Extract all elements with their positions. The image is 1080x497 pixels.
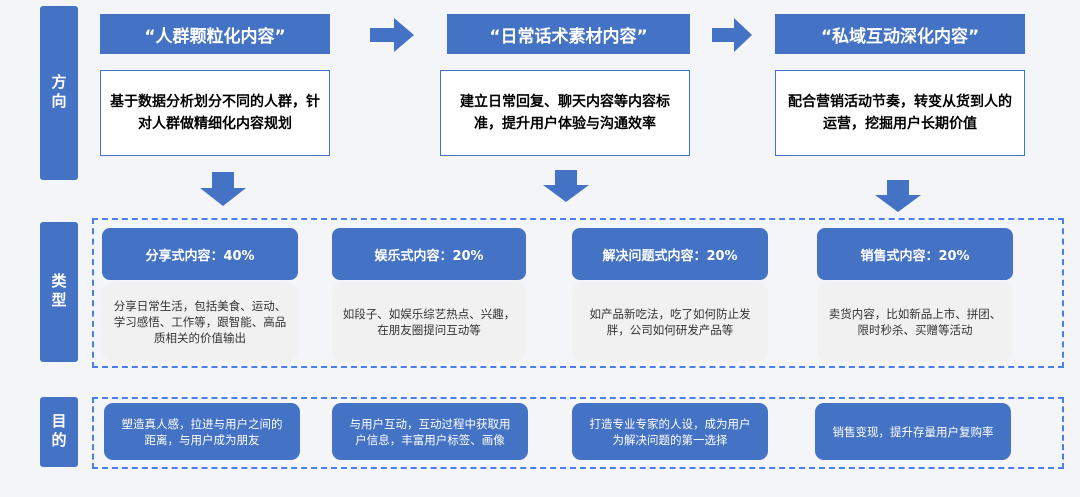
down-arrow-icon bbox=[200, 172, 246, 206]
direction-desc-2: 建立日常回复、聊天内容等内容标准，提升用户体验与沟通效率 bbox=[440, 70, 690, 156]
side-label-direction: 方向 bbox=[40, 6, 78, 180]
type-title-3: 解决问题式内容：20% bbox=[572, 228, 768, 280]
purpose-1: 塑造真人感，拉进与用户之间的距离，与用户成为朋友 bbox=[104, 403, 300, 460]
down-arrow-icon bbox=[875, 180, 921, 212]
type-desc-1: 分享日常生活，包括美食、运动、学习感悟、工作等，跟智能、高品质相关的价值输出 bbox=[102, 282, 298, 362]
direction-title-1: “人群颗粒化内容” bbox=[100, 14, 330, 54]
direction-title-3: “私域互动深化内容” bbox=[775, 14, 1025, 54]
direction-title-2: “日常话术素材内容” bbox=[447, 14, 690, 54]
type-desc-3: 如产品新吃法，吃了如何防止发胖，公司如何研发产品等 bbox=[572, 282, 768, 362]
side-label-purpose: 目的 bbox=[40, 397, 78, 467]
purpose-3: 打造专业专家的人设，成为用户为解决问题的第一选择 bbox=[572, 403, 768, 460]
purpose-2: 与用户互动，互动过程中获取用户信息，丰富用户标签、画像 bbox=[332, 403, 528, 460]
type-title-1: 分享式内容：40% bbox=[102, 228, 298, 280]
direction-desc-3: 配合营销活动节奏，转变从货到人的运营，挖掘用户长期价值 bbox=[775, 70, 1025, 156]
right-arrow-icon bbox=[712, 18, 752, 52]
types-group bbox=[92, 218, 1064, 368]
right-arrow-icon bbox=[370, 18, 414, 52]
type-title-2: 娱乐式内容：20% bbox=[332, 228, 526, 280]
purpose-4: 销售变现，提升存量用户复购率 bbox=[815, 403, 1011, 460]
purposes-group bbox=[92, 397, 1064, 469]
direction-desc-1: 基于数据分析划分不同的人群，针对人群做精细化内容规划 bbox=[100, 70, 330, 156]
down-arrow-icon bbox=[543, 170, 589, 202]
type-desc-2: 如段子、如娱乐综艺热点、兴趣，在朋友圈提问互动等 bbox=[332, 282, 526, 362]
type-title-4: 销售式内容：20% bbox=[817, 228, 1013, 280]
side-label-type: 类型 bbox=[40, 222, 78, 362]
type-desc-4: 卖货内容，比如新品上市、拼团、限时秒杀、买赠等活动 bbox=[817, 282, 1013, 362]
